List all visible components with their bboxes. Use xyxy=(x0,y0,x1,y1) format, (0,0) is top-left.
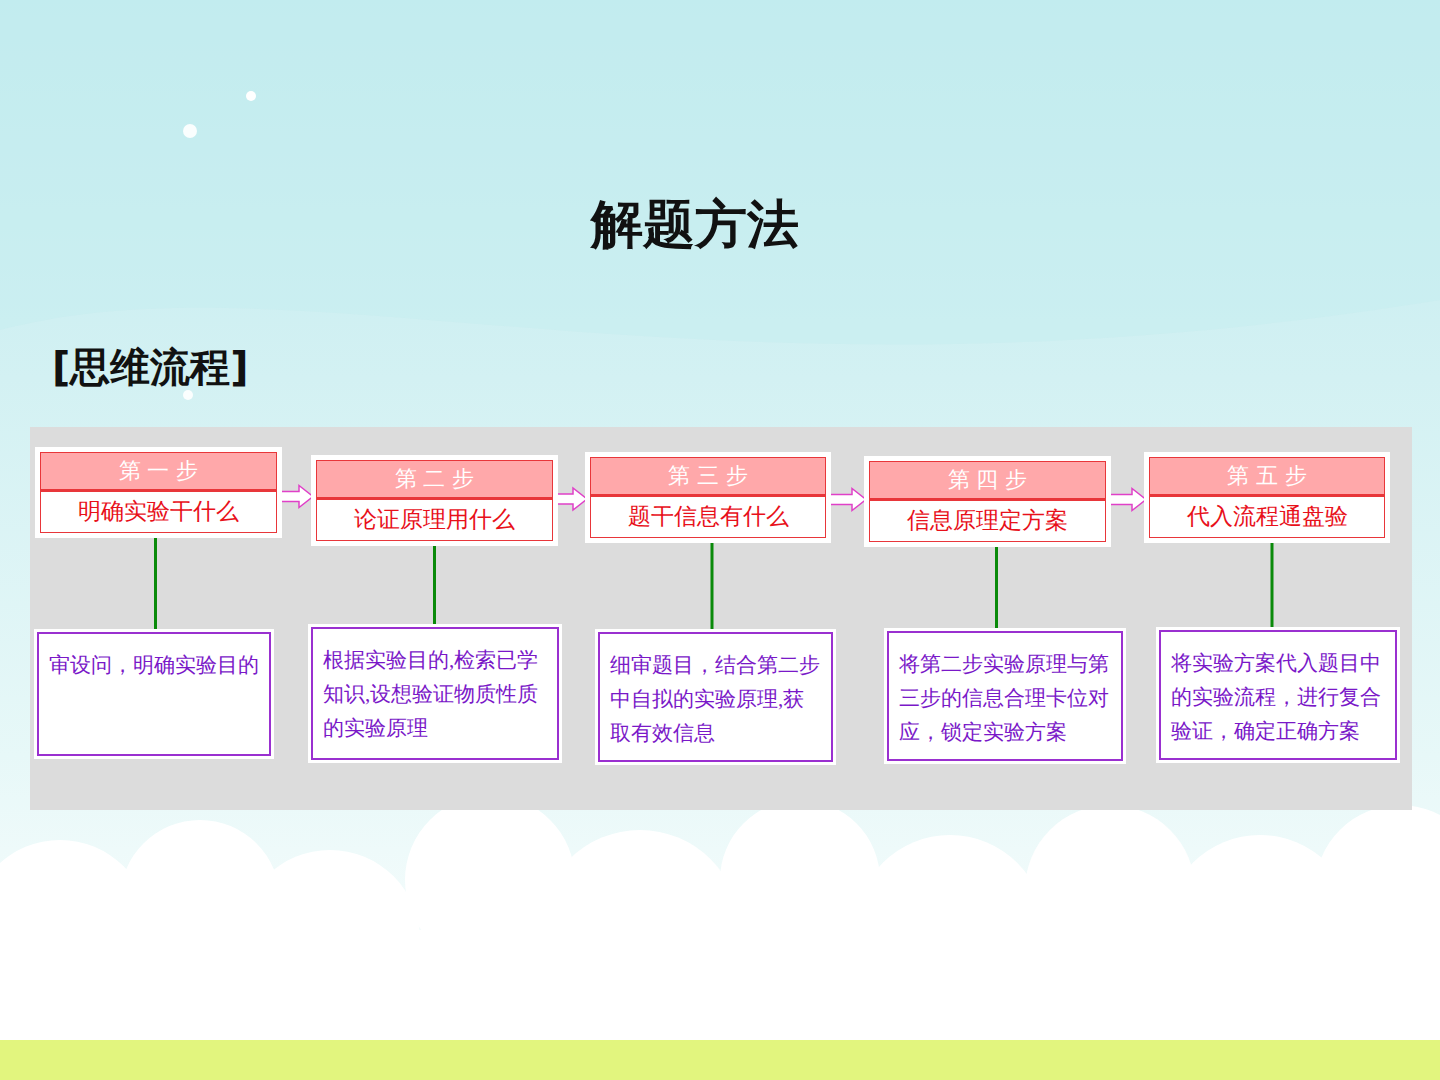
step-text: 论证原理用什么 xyxy=(317,500,552,540)
step-box: 第 五 步代入流程通盘验 xyxy=(1149,457,1385,538)
connector-line xyxy=(995,543,998,630)
connector-line xyxy=(154,534,157,631)
slide-title: 解题方法 xyxy=(520,190,870,260)
step-heading: 第 一 步 xyxy=(41,453,276,492)
step-text: 细审题目，结合第二步中自拟的实验原理,获取有效信息 xyxy=(610,648,821,750)
connector-line xyxy=(433,542,436,626)
step-text: 代入流程通盘验 xyxy=(1150,497,1384,537)
step-box: 第 二 步论证原理用什么 xyxy=(316,460,553,541)
bottom-band xyxy=(0,1040,1440,1080)
step-text: 审设问，明确实验目的 xyxy=(49,648,259,682)
step-box: 第 四 步信息原理定方案 xyxy=(869,461,1106,542)
step-text: 明确实验干什么 xyxy=(41,492,276,532)
sparkle-dot xyxy=(183,390,193,400)
section-label: [思维流程] xyxy=(52,340,249,395)
step-text: 根据实验目的,检索已学知识,设想验证物质性质的实验原理 xyxy=(323,643,547,745)
connector-line xyxy=(711,539,714,631)
flow-arrow xyxy=(556,488,587,510)
description-box: 将实验方案代入题目中的实验流程，进行复合验证，确定正确方案 xyxy=(1159,630,1397,760)
step-text: 将实验方案代入题目中的实验流程，进行复合验证，确定正确方案 xyxy=(1171,646,1385,748)
connector-line xyxy=(1271,539,1274,629)
step-text: 题干信息有什么 xyxy=(591,497,825,537)
flow-arrow xyxy=(829,489,866,511)
step-heading: 第 五 步 xyxy=(1150,458,1384,497)
background-swoosh xyxy=(0,0,1440,344)
description-box: 细审题目，结合第二步中自拟的实验原理,获取有效信息 xyxy=(598,632,833,762)
flow-arrow xyxy=(280,486,313,508)
step-heading: 第 四 步 xyxy=(870,462,1105,501)
step-text: 将第二步实验原理与第三步的信息合理卡位对应，锁定实验方案 xyxy=(899,647,1111,749)
step-heading: 第 三 步 xyxy=(591,458,825,497)
description-box: 根据实验目的,检索已学知识,设想验证物质性质的实验原理 xyxy=(311,627,559,760)
step-box: 第 一 步明确实验干什么 xyxy=(40,452,277,533)
step-text: 信息原理定方案 xyxy=(870,501,1105,541)
description-box: 审设问，明确实验目的 xyxy=(37,632,271,756)
clouds xyxy=(0,795,1440,1040)
step-box: 第 三 步题干信息有什么 xyxy=(590,457,826,538)
flow-arrow xyxy=(1109,489,1146,511)
sparkle-dot xyxy=(246,91,256,101)
description-box: 将第二步实验原理与第三步的信息合理卡位对应，锁定实验方案 xyxy=(887,631,1123,761)
step-heading: 第 二 步 xyxy=(317,461,552,500)
sparkle-dot xyxy=(183,124,197,138)
